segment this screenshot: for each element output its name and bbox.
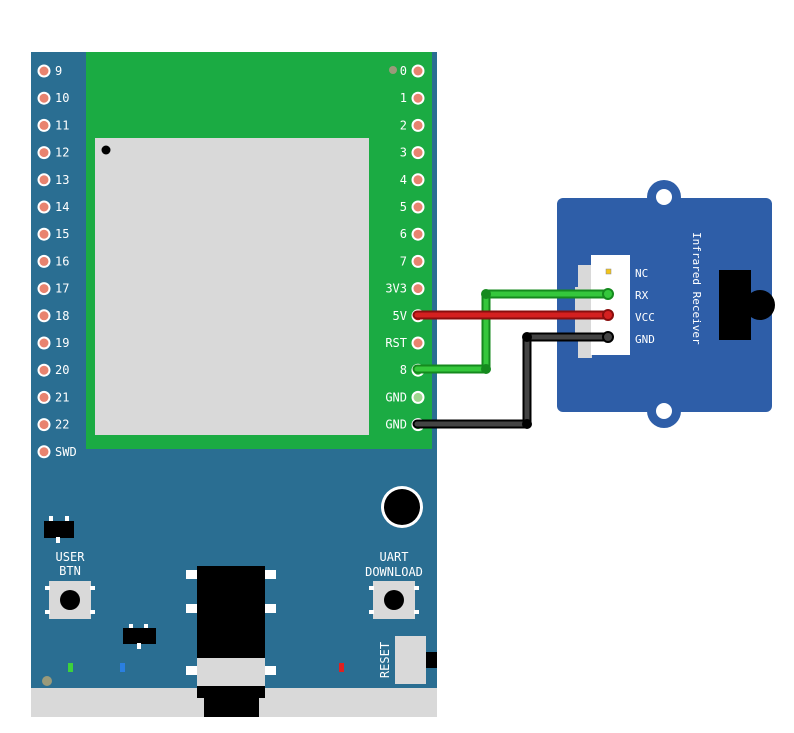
left-pin-14[interactable]: 14 — [37, 200, 70, 214]
mount-hole-top — [656, 189, 672, 205]
left-pin-22[interactable]: 22 — [37, 418, 70, 432]
pin1-dot — [101, 145, 111, 155]
right-pin-4[interactable]: 4 — [400, 173, 425, 187]
left-pin-label: 19 — [55, 336, 69, 350]
left-pin-swd[interactable]: SWD — [37, 445, 77, 459]
left-pin-9[interactable]: 9 — [37, 64, 63, 78]
left-pin-label: 10 — [55, 91, 69, 105]
right-pin-1[interactable]: 1 — [400, 91, 425, 105]
left-pin-18[interactable]: 18 — [37, 309, 70, 323]
right-pin-label: 3 — [400, 146, 407, 160]
right-pin-5[interactable]: 5 — [400, 200, 425, 214]
mount-hole-bottom — [656, 403, 672, 419]
left-pin-19[interactable]: 19 — [37, 336, 70, 350]
mount-dot-bottom — [42, 676, 52, 686]
uart-btn-label-1: UART — [380, 550, 409, 564]
left-pin-label: 11 — [55, 118, 69, 132]
transistor-top — [44, 516, 74, 543]
pin-label-nc: NC — [635, 267, 648, 280]
right-pin-label: 2 — [400, 118, 407, 132]
ir-sensor-lens — [745, 290, 775, 320]
left-pin-20[interactable]: 20 — [37, 363, 70, 377]
right-pin-label: 4 — [400, 173, 407, 187]
right-pin-label: 3V3 — [385, 282, 407, 296]
right-pin-label: 6 — [400, 227, 407, 241]
pin-label-gnd: GND — [635, 333, 655, 346]
right-pin-label: RST — [385, 336, 407, 350]
uart-btn-label-2: DOWNLOAD — [365, 565, 423, 579]
signal-wire — [412, 289, 613, 374]
left-pin-11[interactable]: 11 — [37, 118, 70, 132]
left-pin-label: 12 — [55, 146, 69, 160]
left-pin-label: 22 — [55, 418, 69, 432]
right-pin-gnd-12[interactable]: GND — [385, 390, 425, 404]
right-pin-0[interactable]: 0 — [400, 64, 425, 78]
left-pin-10[interactable]: 10 — [37, 91, 70, 105]
right-pin-label: 5V — [393, 309, 407, 323]
user-btn-label-1: USER — [56, 550, 86, 564]
left-pin-label: 18 — [55, 309, 69, 323]
left-pin-13[interactable]: 13 — [37, 173, 70, 187]
ir-receiver-module: NC RX VCC GND Infrared Receiver — [557, 180, 775, 428]
right-pin-rst[interactable]: RST — [385, 336, 425, 350]
left-pin-label: 9 — [55, 64, 62, 78]
left-pin-21[interactable]: 21 — [37, 390, 70, 404]
grove-connector — [575, 255, 630, 358]
uart-download-button[interactable] — [369, 581, 419, 619]
reset-label: RESET — [378, 642, 392, 678]
left-pin-15[interactable]: 15 — [37, 227, 70, 241]
left-pin-label: 16 — [55, 254, 69, 268]
transistor-bottom — [123, 624, 156, 649]
left-pin-16[interactable]: 16 — [37, 254, 70, 268]
usb-connector — [186, 566, 276, 717]
right-pin-3v3[interactable]: 3V3 — [385, 282, 425, 296]
left-pin-label: 20 — [55, 363, 69, 377]
led-green — [68, 663, 73, 672]
right-pin-label: 5 — [400, 200, 407, 214]
left-pin-label: SWD — [55, 445, 77, 459]
right-pin-7[interactable]: 7 — [400, 254, 425, 268]
ground-wire — [412, 332, 613, 429]
reset-switch[interactable] — [395, 636, 437, 684]
mount-dot-top — [389, 66, 397, 74]
module-board — [557, 198, 772, 412]
user-btn-label-2: BTN — [59, 564, 81, 578]
led-blue — [120, 663, 125, 672]
right-pin-2[interactable]: 2 — [400, 118, 425, 132]
left-pin-label: 17 — [55, 282, 69, 296]
left-pin-label: 14 — [55, 200, 69, 214]
right-pin-label: 1 — [400, 91, 407, 105]
right-pin-label: GND — [385, 390, 407, 404]
right-pin-6[interactable]: 6 — [400, 227, 425, 241]
left-pin-label: 21 — [55, 390, 69, 404]
right-pin-3[interactable]: 3 — [400, 146, 425, 160]
chip-shield — [95, 138, 369, 435]
right-pin-label: 8 — [400, 363, 407, 377]
right-pin-label: 7 — [400, 254, 407, 268]
pin-label-rx: RX — [635, 289, 649, 302]
user-button[interactable] — [45, 581, 95, 619]
ir-sensor — [719, 270, 751, 340]
led-red — [339, 663, 344, 672]
right-pin-label: 0 — [400, 64, 407, 78]
wires — [412, 288, 614, 429]
left-pin-12[interactable]: 12 — [37, 146, 70, 160]
right-pin-label: GND — [385, 418, 407, 432]
left-pin-label: 15 — [55, 227, 69, 241]
left-pin-17[interactable]: 17 — [37, 282, 70, 296]
pin-label-vcc: VCC — [635, 311, 655, 324]
buzzer — [384, 489, 420, 525]
left-pin-label: 13 — [55, 173, 69, 187]
module-title: Infrared Receiver — [690, 232, 703, 345]
